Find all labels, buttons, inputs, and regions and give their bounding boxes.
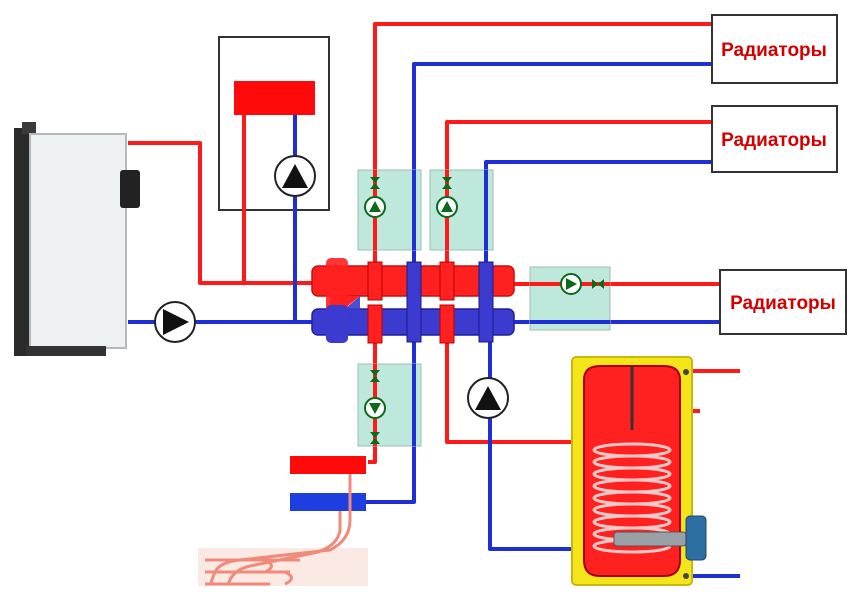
radiator-box: Радиаторы — [711, 14, 838, 84]
floor-heating-icon — [198, 474, 368, 586]
pump-icon — [154, 301, 196, 343]
radiator-box: Радиаторы — [711, 105, 838, 173]
floor-heating-manifold — [290, 456, 366, 511]
tank-coil-icon — [571, 356, 707, 586]
pump-icon — [560, 273, 582, 295]
pump-icon — [436, 196, 458, 218]
radiator-label: Радиаторы — [721, 40, 827, 61]
pump-icon — [467, 377, 509, 419]
pump-icon — [364, 196, 386, 218]
solid-fuel-boiler — [14, 122, 140, 356]
pump-icon — [364, 397, 386, 419]
radiator-box: Радиаторы — [719, 269, 847, 335]
valve-icon — [370, 177, 604, 444]
pump-icon — [274, 155, 316, 197]
radiator-label: Радиаторы — [730, 293, 836, 314]
hydraulic-manifold — [311, 258, 515, 344]
radiator-label: Радиаторы — [721, 130, 827, 151]
